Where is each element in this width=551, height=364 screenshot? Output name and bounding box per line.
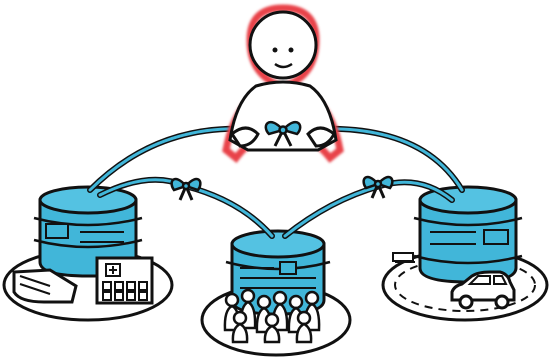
- right-database-icon: [413, 185, 523, 284]
- person-icon: [222, 4, 344, 163]
- tied-knot-icon: [170, 175, 394, 201]
- car-icon: [450, 270, 516, 310]
- person-left-hand: [230, 126, 260, 148]
- crowd-icon: [223, 288, 321, 344]
- road-icon: [392, 252, 536, 312]
- central-knot-icon: [264, 120, 302, 147]
- hospital-icon: [12, 256, 154, 305]
- person-head: [248, 10, 318, 80]
- person-right-hand: [306, 126, 336, 148]
